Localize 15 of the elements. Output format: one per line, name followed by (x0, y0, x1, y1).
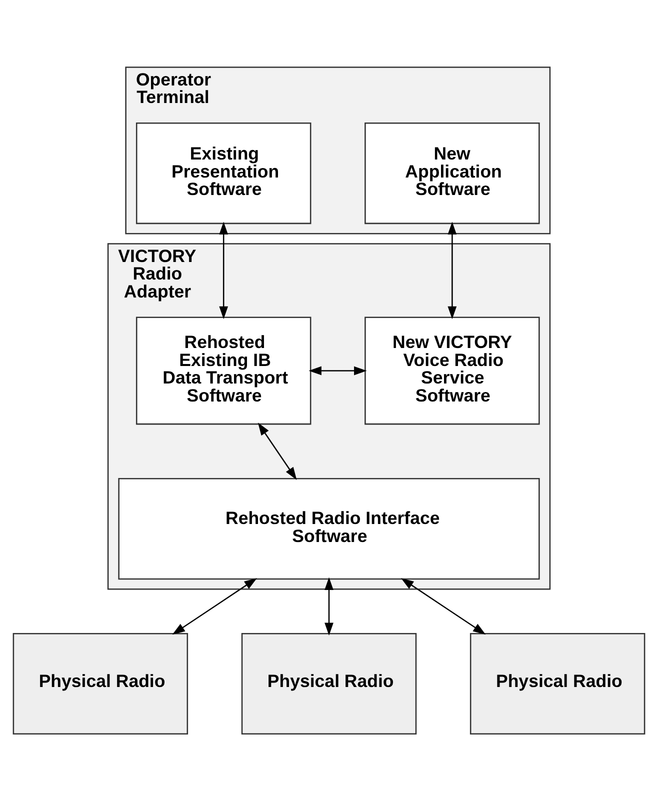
node-box: Physical Radio (470, 632, 646, 735)
arrow (172, 578, 258, 635)
node-box: New VICTORY Voice Radio Service Software (364, 316, 540, 425)
arrow (219, 222, 228, 320)
node-box: Physical Radio (12, 632, 188, 735)
arrow (400, 578, 486, 635)
node-box: Existing Presentation Software (136, 122, 312, 224)
node-box: Rehosted Existing IB Data Transport Software (136, 316, 312, 425)
arrow (324, 577, 334, 636)
node-box: Rehosted Radio Interface Software (118, 478, 540, 580)
node-box: Physical Radio (241, 632, 417, 735)
arrow (448, 222, 457, 320)
arrow (308, 366, 367, 376)
arrow (258, 422, 297, 480)
node-box: New Application Software (364, 122, 540, 224)
